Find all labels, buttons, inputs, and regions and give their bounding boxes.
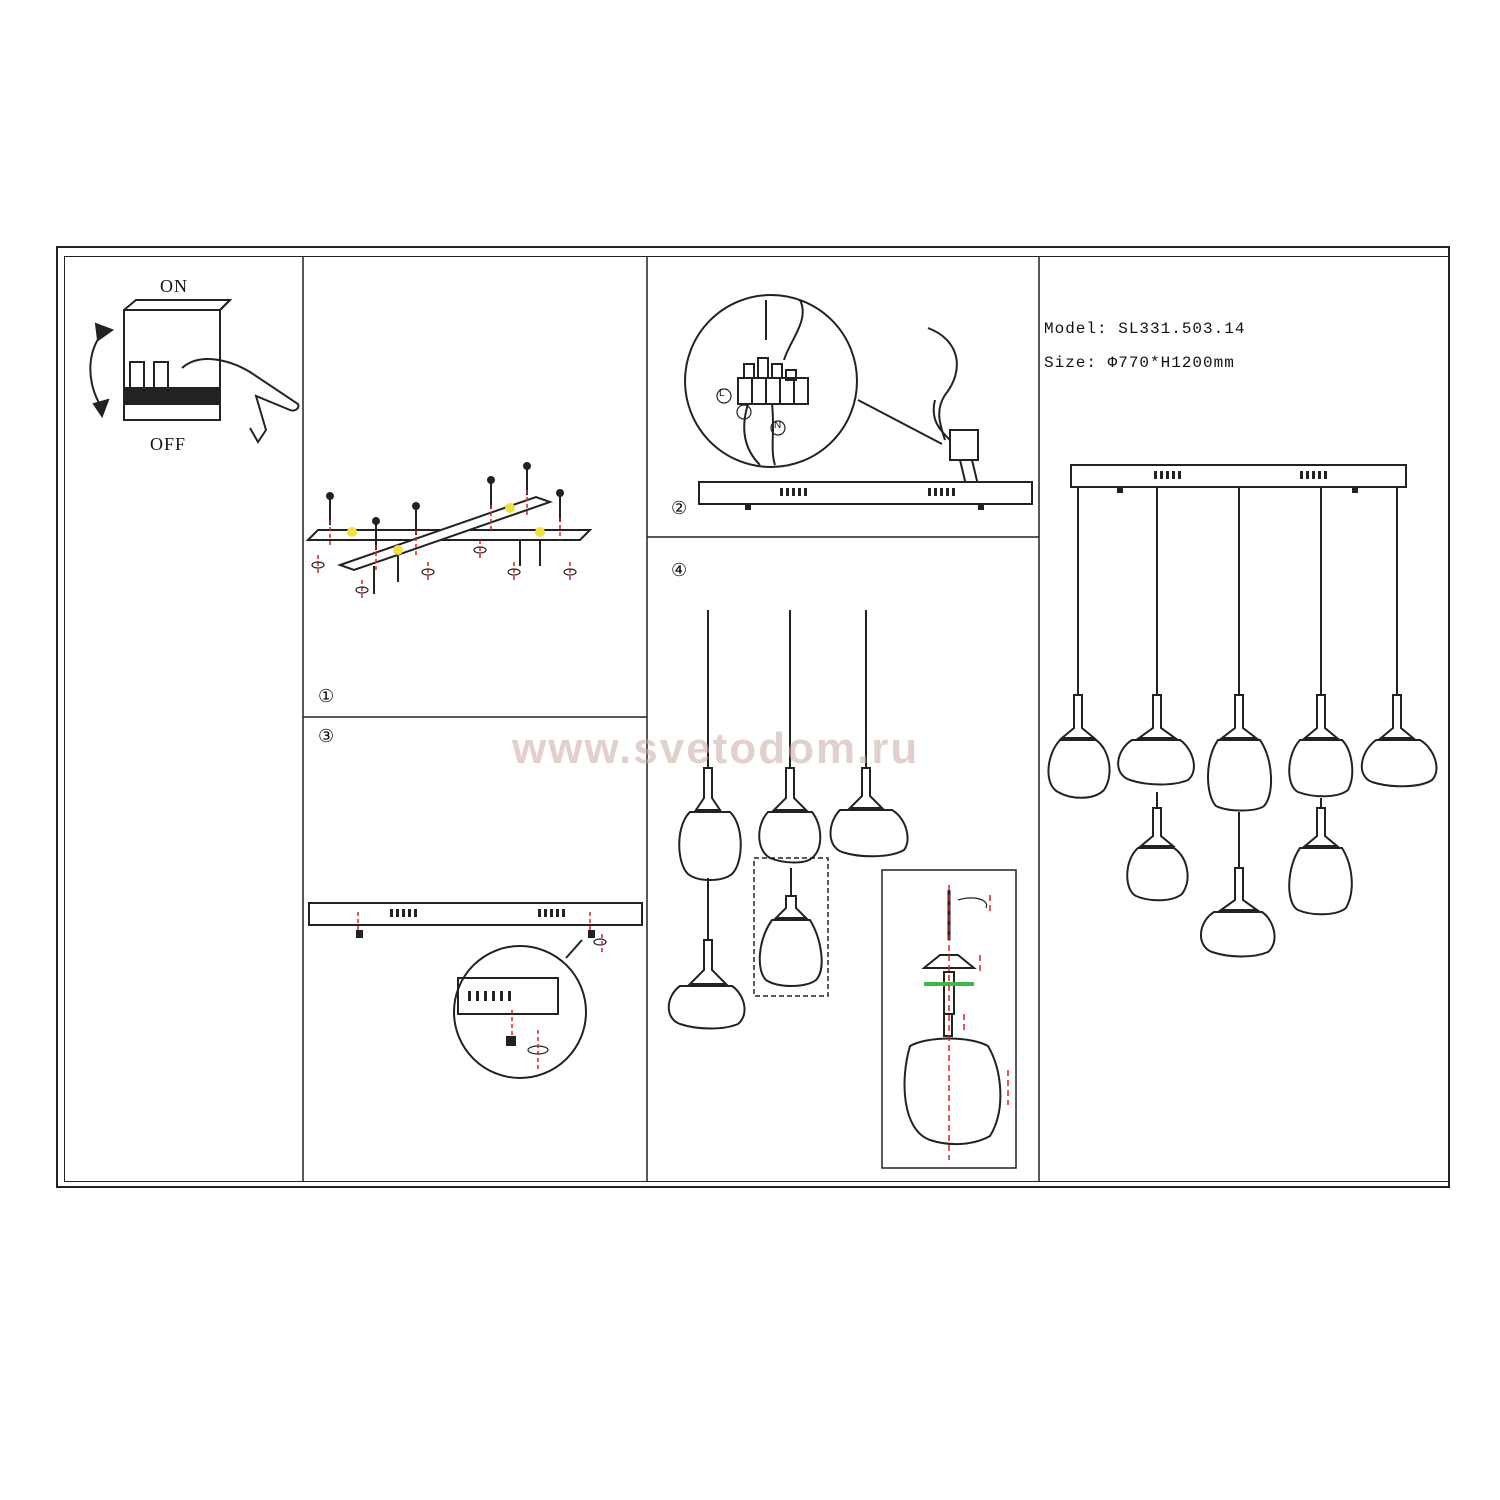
step1-mounting-brackets bbox=[305, 462, 593, 600]
step3-canopy-mount bbox=[308, 902, 643, 1079]
step-4-marker: ④ bbox=[671, 560, 688, 580]
switch-on-label: ON bbox=[160, 276, 188, 296]
size-text: Size: Φ770*H1200mm bbox=[1044, 354, 1235, 372]
step2-wiring-detail bbox=[684, 294, 1033, 510]
step-3-marker: ③ bbox=[318, 726, 335, 746]
step-2-marker: ② bbox=[671, 498, 688, 518]
step-1-marker: ① bbox=[318, 686, 335, 706]
power-switch-illustration bbox=[89, 299, 300, 444]
assembled-lamp-illustration bbox=[1047, 464, 1438, 958]
wire-live-mark: L bbox=[719, 388, 725, 399]
switch-off-label: OFF bbox=[150, 434, 187, 454]
watermark: www.svetodom.ru bbox=[512, 724, 920, 773]
panel-dividers bbox=[302, 256, 1040, 1182]
model-text: Model: SL331.503.14 bbox=[1044, 320, 1246, 338]
step4-pendant-assembly bbox=[667, 610, 1017, 1169]
wire-neutral-mark: N bbox=[774, 420, 782, 431]
inner-frame bbox=[64, 256, 1450, 1182]
